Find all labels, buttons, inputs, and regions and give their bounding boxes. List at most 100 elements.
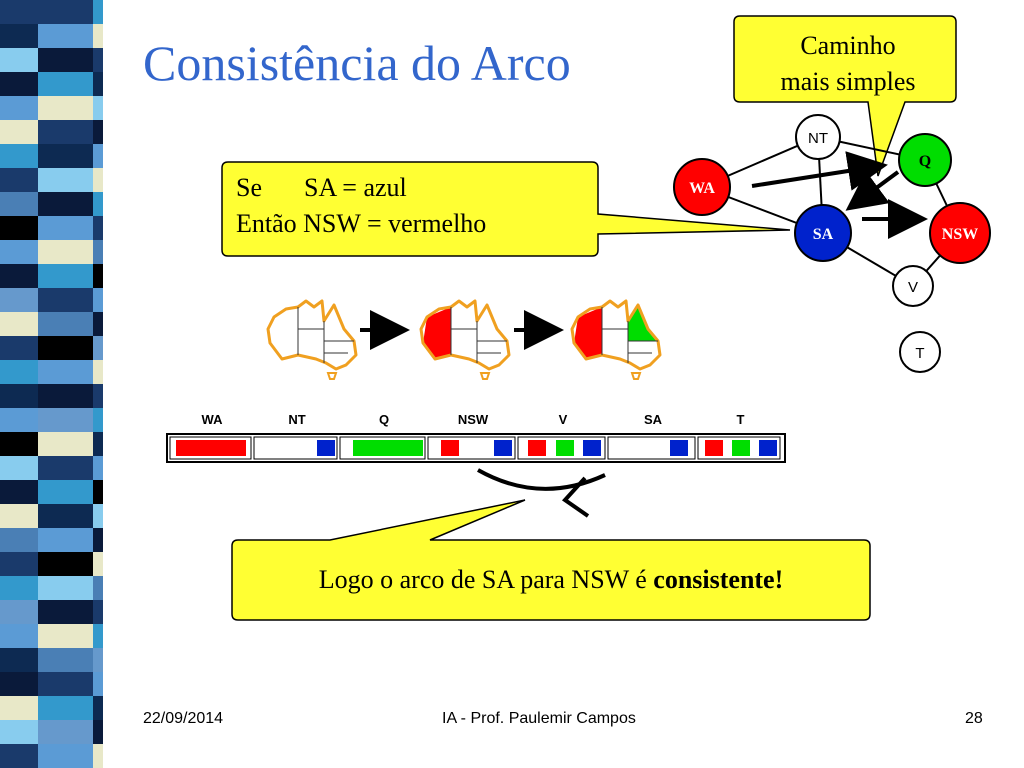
stripe-block-mid [38, 576, 93, 600]
stripe-block-left [0, 168, 38, 192]
column-header-q: Q [379, 412, 389, 427]
node-label-nsw: NSW [942, 226, 978, 243]
node-nsw [929, 202, 991, 264]
node-nt [795, 114, 841, 160]
stripe-block-right [93, 96, 103, 120]
stripe-block-right [93, 480, 103, 504]
conclusion-text: Logo o arco de SA para NSW é [318, 565, 654, 594]
stripe-block-mid [38, 624, 93, 648]
node-wa [673, 158, 731, 216]
column-header-t: T [737, 412, 745, 427]
rule-then-word: Então [236, 209, 297, 238]
node-label-sa: SA [813, 226, 834, 243]
column-header-nsw: NSW [458, 412, 489, 427]
stripe-block-right [93, 696, 103, 720]
stripe-block-left [0, 312, 38, 336]
callout-top-right-line2: mais simples [780, 67, 916, 96]
node-label-v: V [908, 279, 918, 296]
domain-cell-nt [253, 436, 338, 460]
stripe-block-mid [38, 96, 93, 120]
domain-value-q [353, 440, 423, 456]
stripe-block-right [93, 264, 103, 288]
domain-value-t [732, 440, 750, 456]
stripe-block-right [93, 312, 103, 336]
stripe-block-mid [38, 120, 93, 144]
stripe-block-right [93, 24, 103, 48]
stripe-block-left [0, 528, 38, 552]
stripe-block-right [93, 504, 103, 528]
decorative-stripe [0, 0, 120, 768]
stripe-block-left [0, 672, 38, 696]
stripe-block-mid [38, 552, 93, 576]
rule-if-text: SA = azul [304, 173, 407, 202]
stripe-block-right [93, 720, 103, 744]
stripe-block-mid [38, 360, 93, 384]
column-header-v: V [559, 412, 568, 427]
stripe-block-left [0, 456, 38, 480]
callout-rule-text: Se SA = azul Então NSW = vermelho [236, 170, 486, 242]
stripe-block-left [0, 408, 38, 432]
footer-page-number: 28 [965, 710, 983, 727]
stripe-block-right [93, 288, 103, 312]
stripe-block-left [0, 432, 38, 456]
stripe-block-left [0, 216, 38, 240]
stripe-block-mid [38, 288, 93, 312]
node-label-q: Q [919, 153, 931, 170]
domain-value-nsw [494, 440, 512, 456]
stripe-block-mid [38, 648, 93, 672]
slide-title: Consistência do Arco [143, 35, 571, 91]
stripe-block-mid [38, 528, 93, 552]
stripe-block-mid [38, 0, 93, 24]
arrow-q-sa [845, 170, 900, 211]
stripe-block-mid [38, 192, 93, 216]
domain-value-t [705, 440, 723, 456]
domain-value-t [759, 440, 777, 456]
domain-value-v [528, 440, 546, 456]
node-sa [794, 204, 852, 262]
stripe-block-mid [38, 312, 93, 336]
stripe-block-left [0, 0, 38, 24]
callout-top-right [733, 15, 957, 177]
stripe-block-mid [38, 264, 93, 288]
stripe-block-mid [38, 24, 93, 48]
stripe-block-right [93, 72, 103, 96]
stripe-block-right [93, 384, 103, 408]
stripe-block-left [0, 360, 38, 384]
stripe-block-left [0, 720, 38, 744]
stripe-block-left [0, 480, 38, 504]
callout-rule [221, 161, 791, 257]
node-q [898, 133, 952, 187]
stripe-block-right [93, 576, 103, 600]
column-header-nt: NT [288, 412, 305, 427]
stripe-block-right [93, 528, 103, 552]
footer-date: 22/09/2014 [143, 710, 224, 727]
stripe-block-right [93, 456, 103, 480]
map-3-wa-fill [574, 307, 602, 359]
stripe-block-right [93, 432, 103, 456]
stripe-block-left [0, 264, 38, 288]
stripe-block-mid [38, 48, 93, 72]
arrow-wa-q [751, 151, 888, 191]
stripe-block-right [93, 624, 103, 648]
callout-top-right-text: Caminho mais simples [748, 28, 948, 100]
stripe-block-left [0, 576, 38, 600]
stripe-block-mid [38, 720, 93, 744]
domain-value-nt [317, 440, 335, 456]
stripe-block-right [93, 0, 103, 24]
stripe-block-left [0, 240, 38, 264]
node-label-t: T [915, 345, 924, 362]
stripe-block-left [0, 744, 38, 768]
callout-conclusion [231, 499, 871, 621]
stripe-block-right [93, 552, 103, 576]
map-2 [419, 299, 511, 381]
domain-value-wa [176, 440, 246, 456]
rule-if-word: Se [236, 173, 262, 202]
stripe-block-left [0, 624, 38, 648]
stripe-block-right [93, 120, 103, 144]
stripe-block-left [0, 144, 38, 168]
stripe-block-mid [38, 144, 93, 168]
rule-then-text: NSW = vermelho [303, 209, 487, 238]
stripe-block-mid [38, 600, 93, 624]
stripe-block-mid [38, 240, 93, 264]
